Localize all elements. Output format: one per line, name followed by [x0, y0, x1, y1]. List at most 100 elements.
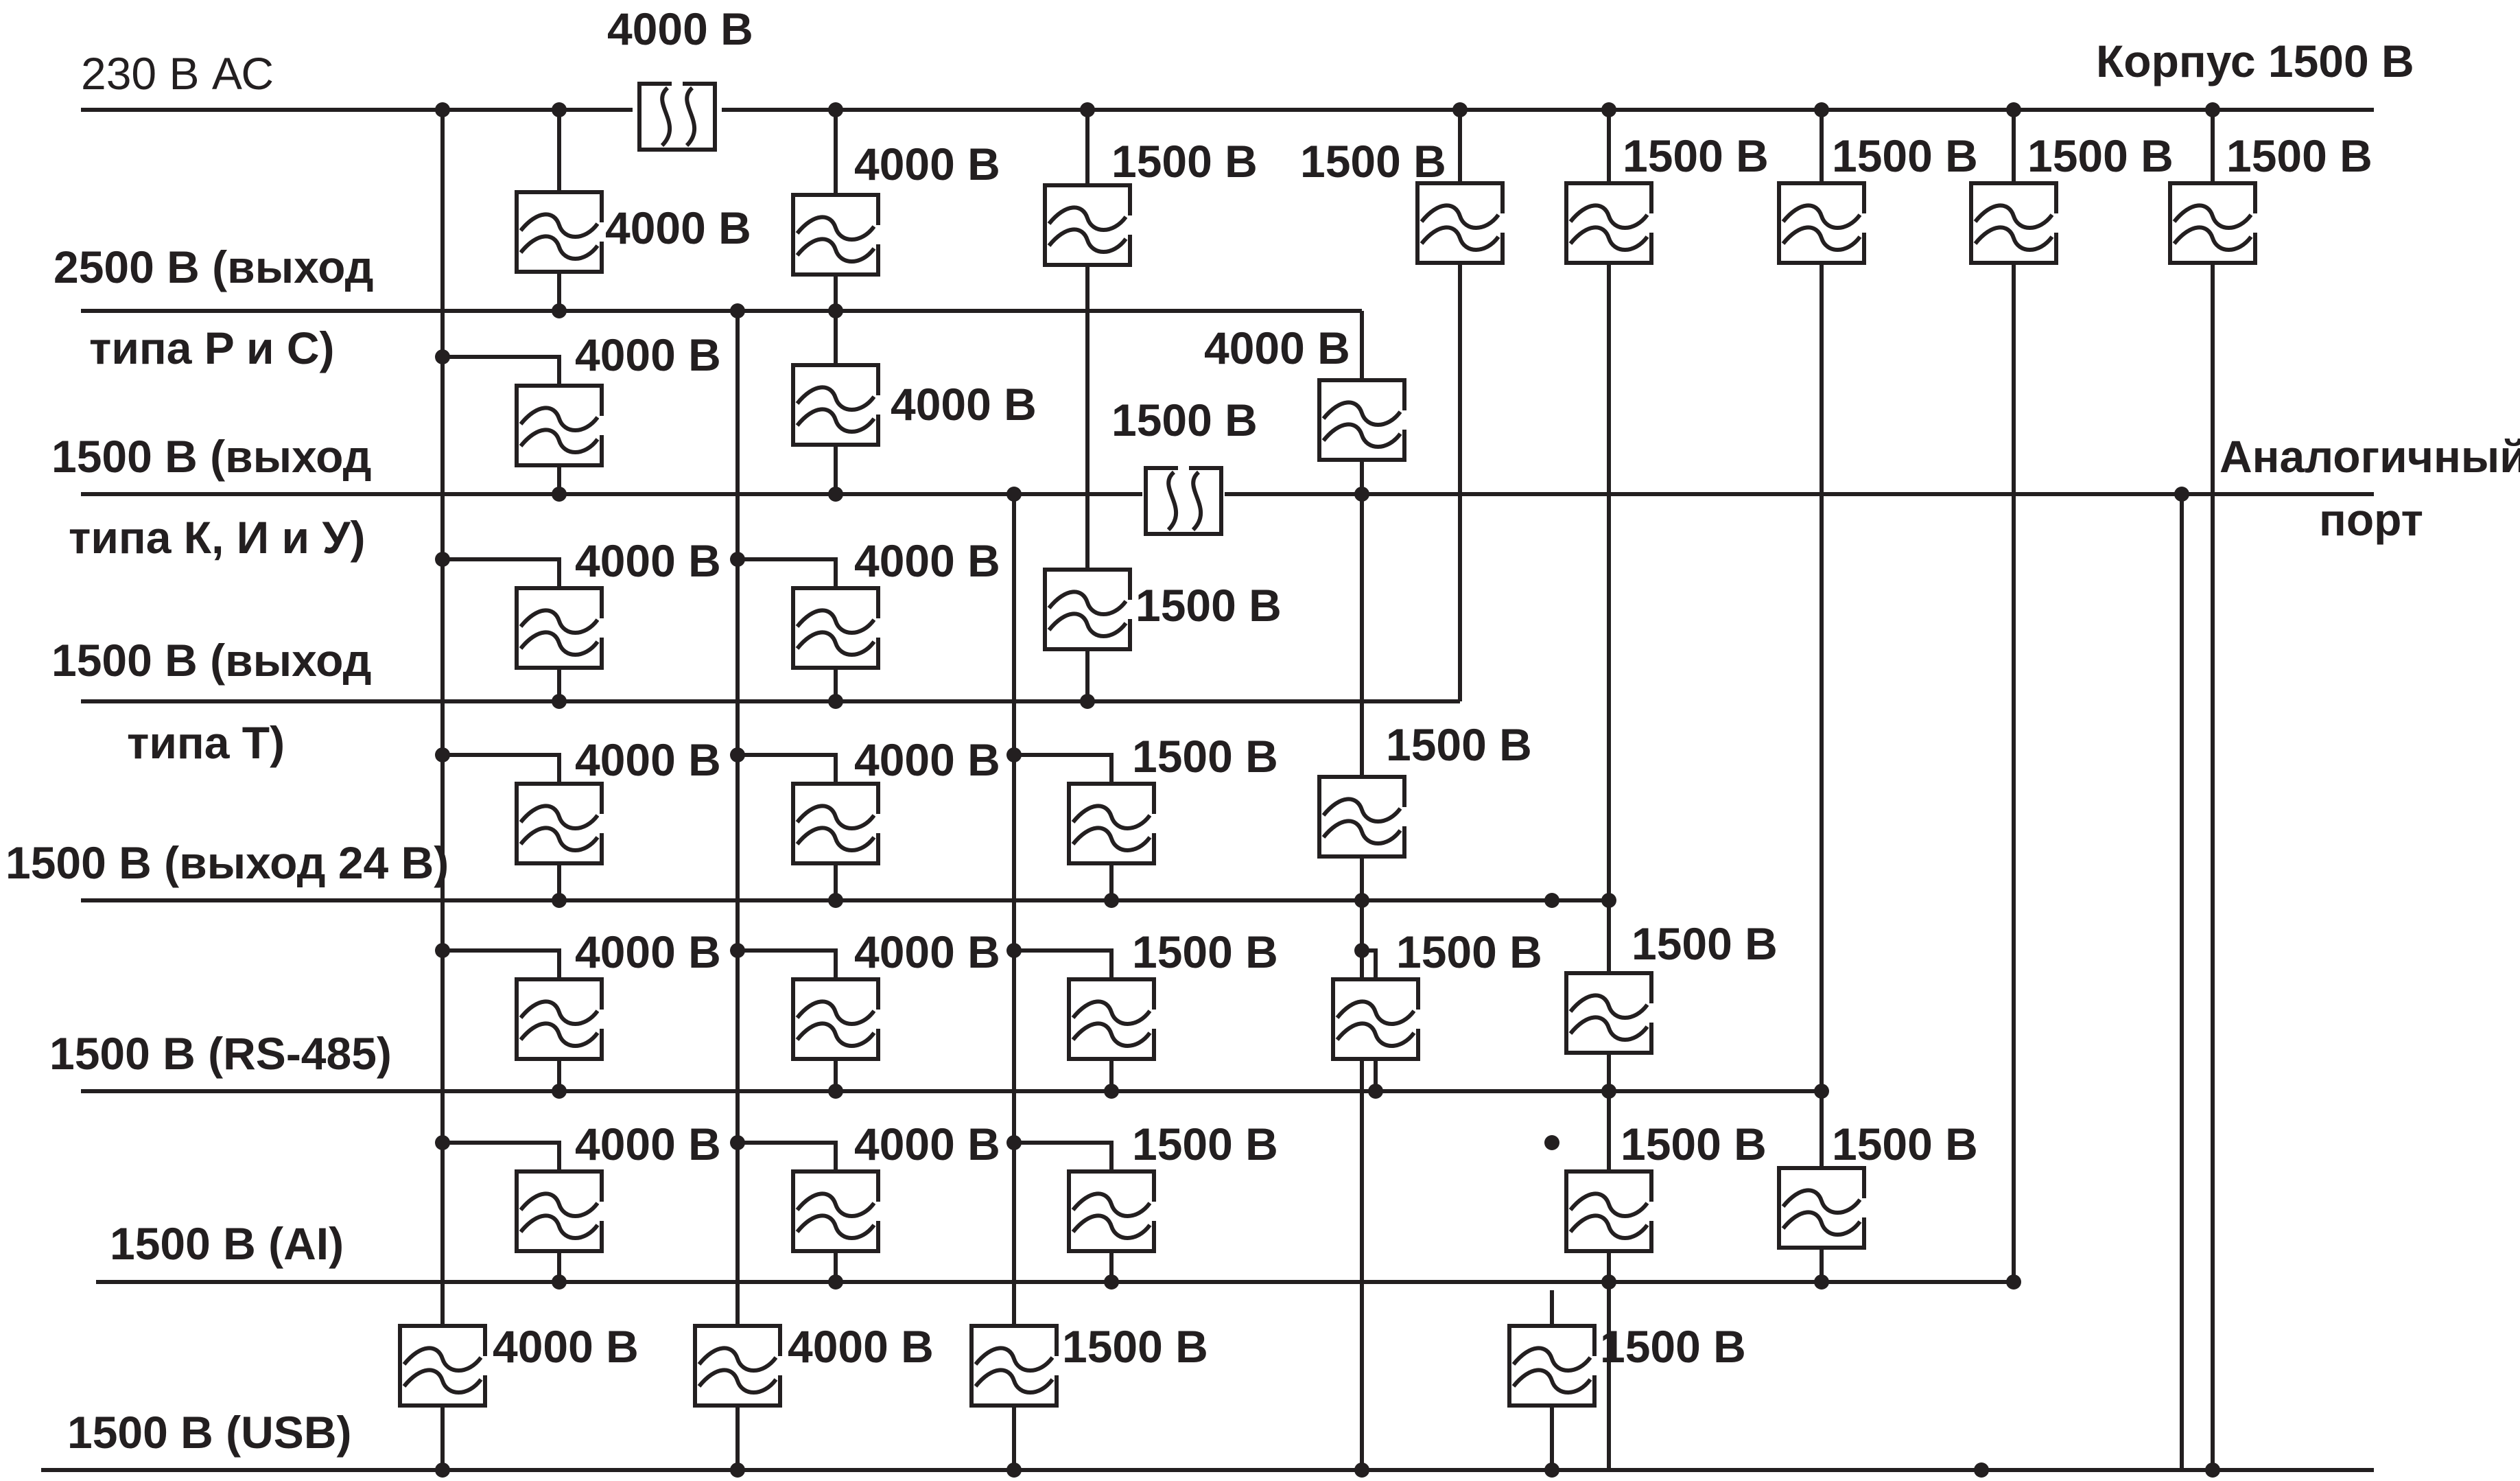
barrier-rating-label: 4000 В — [575, 926, 721, 977]
barrier-gap — [1151, 1010, 1158, 1029]
barrier-gap — [672, 80, 683, 87]
isolation-barrier — [1777, 1166, 1868, 1250]
bus-label-output-t-line2: типа T) — [127, 717, 285, 768]
junction-dot — [1814, 1274, 1829, 1290]
wire — [738, 557, 838, 587]
junction-dot — [435, 747, 450, 762]
barrier-gap — [482, 1356, 489, 1375]
barrier-wave — [402, 1368, 483, 1395]
wire — [738, 1141, 838, 1170]
analog-port-label-line1: Аналогичный — [2219, 431, 2520, 482]
barrier-wave — [795, 608, 876, 635]
wire — [443, 1141, 561, 1170]
isolation-barrier — [515, 1169, 606, 1253]
barrier-wave — [519, 1213, 600, 1240]
barrier-wave — [2172, 225, 2253, 252]
junction-dot — [1080, 694, 1095, 709]
junction-dot — [730, 552, 745, 567]
wires — [41, 103, 2374, 1472]
barrier-wave — [1071, 804, 1152, 830]
isolation-barrier — [1969, 181, 2060, 265]
barrier-gap — [1649, 213, 1656, 233]
barrier-rating-label: 4000 В — [605, 202, 751, 253]
bus-label-ac: 230 В АС — [81, 48, 274, 99]
isolation-barrier — [791, 1169, 882, 1253]
analog-port-label-line2: порт — [2319, 494, 2423, 545]
barrier-gap — [1054, 1356, 1061, 1375]
wire — [738, 948, 838, 978]
barrier-wave — [795, 215, 876, 242]
barrier-gap — [1861, 213, 1868, 233]
junction-dot — [552, 1274, 567, 1290]
barrier-rating-label: 4000 В — [854, 926, 1000, 977]
isolation-barrier — [515, 586, 606, 670]
bus-label-output-kiu-line1: 1500 В (выход — [51, 431, 371, 482]
barrier-wave — [1420, 225, 1500, 252]
barrier-gap — [2252, 213, 2259, 233]
junction-dot — [828, 694, 843, 709]
barrier-rating-label: 1500 В — [1111, 136, 1258, 187]
junction-dot — [2174, 487, 2189, 502]
barrier-wave — [2172, 203, 2253, 230]
isolation-barrier — [1067, 977, 1158, 1061]
junction-dot — [1544, 1135, 1559, 1150]
barrier-wave — [402, 1346, 483, 1373]
isolation-barrier — [1317, 775, 1409, 859]
junction-dot — [2205, 102, 2220, 117]
barrier-wave — [1568, 225, 1649, 252]
barrier-wave — [1568, 203, 1649, 230]
barrier-gap — [875, 395, 882, 415]
barrier-rating-label: 1500 В — [1396, 926, 1542, 977]
barrier-wave — [519, 630, 600, 657]
barrier-rating-label: 1500 В — [1132, 731, 1278, 782]
barrier-wave — [1781, 203, 1862, 230]
barrier-wave — [795, 804, 876, 830]
isolation-barrier — [1043, 183, 1134, 267]
wire — [1014, 948, 1114, 978]
isolation-barrier — [693, 1324, 784, 1408]
barrier-gap — [599, 618, 606, 638]
barrier-rating-label: 1500 В — [1111, 395, 1258, 445]
isolation-barrier — [1564, 181, 1656, 265]
junction-dot — [1006, 1135, 1022, 1150]
wire — [443, 753, 561, 782]
barrier-gap — [599, 416, 606, 435]
isolation-barrier — [1564, 971, 1656, 1055]
junction-dot — [1354, 1462, 1369, 1478]
barrier-wave — [1511, 1368, 1592, 1395]
barrier-box — [791, 782, 880, 865]
barrier-wave — [1568, 1015, 1649, 1042]
wire — [443, 557, 561, 587]
barrier-wave — [697, 1368, 778, 1395]
junction-dot — [1006, 1462, 1022, 1478]
barrier-gap — [1127, 600, 1134, 619]
barrier-wave — [1321, 797, 1402, 824]
junction-dot — [1368, 1084, 1383, 1099]
barrier-wave — [519, 428, 600, 454]
barrier-wave — [1568, 1191, 1649, 1218]
bus-label-output-24v: 1500 В (выход 24 В) — [5, 837, 449, 888]
isolation-barrier — [515, 977, 606, 1061]
barrier-gap — [1402, 410, 1409, 430]
barrier-gap — [875, 618, 882, 638]
barrier-gap — [599, 814, 606, 833]
barrier-gap — [1500, 213, 1507, 233]
wire — [443, 948, 561, 978]
barrier-rating-label: 4000 В — [854, 1119, 1000, 1169]
barrier-wave — [1335, 999, 1416, 1026]
junction-dot — [1006, 943, 1022, 958]
junction-dot — [1544, 893, 1559, 908]
barrier-gap — [1151, 814, 1158, 833]
barrier-gap — [1127, 215, 1134, 235]
junction-dot — [1354, 943, 1369, 958]
barrier-wave — [1047, 205, 1128, 232]
junction-dot — [1601, 893, 1616, 908]
barrier-box — [1564, 181, 1653, 265]
barrier-wave — [519, 999, 600, 1026]
junction-dot — [1974, 1462, 1989, 1478]
junction-dot — [2205, 1462, 2220, 1478]
isolation-barrier — [791, 193, 882, 277]
barrier-gap — [1592, 1356, 1599, 1375]
junction-dot — [435, 1135, 450, 1150]
barrier-wave — [795, 1191, 876, 1218]
